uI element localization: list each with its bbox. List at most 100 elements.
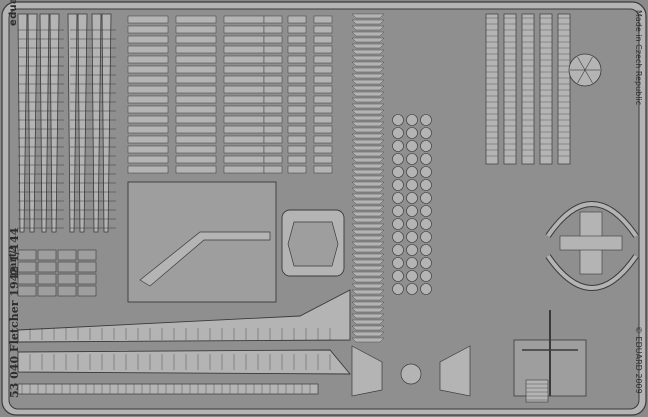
grid-cell xyxy=(57,285,77,297)
small-part xyxy=(263,145,283,154)
chevron-tooth xyxy=(351,313,385,319)
small-part xyxy=(313,125,333,134)
small-part xyxy=(263,55,283,64)
small-part xyxy=(313,155,333,164)
bottom-ladder xyxy=(17,383,319,395)
disc-part xyxy=(406,257,418,269)
chevron-tooth xyxy=(351,97,385,103)
disc-part xyxy=(392,244,404,256)
chevron-tooth xyxy=(351,289,385,295)
small-part xyxy=(263,125,283,134)
chevron-tooth xyxy=(351,13,385,19)
small-part xyxy=(287,15,307,24)
grid-cell xyxy=(17,261,37,273)
small-part xyxy=(175,35,217,44)
tapered-strip-set xyxy=(17,13,116,233)
disc-part xyxy=(392,179,404,191)
chevron-tooth xyxy=(351,175,385,181)
chevron-tooth xyxy=(351,85,385,91)
small-part xyxy=(127,55,169,64)
small-part xyxy=(287,35,307,44)
small-part xyxy=(175,125,217,134)
small-part xyxy=(127,65,169,74)
disc-part xyxy=(420,205,432,217)
small-part xyxy=(287,85,307,94)
disc-part xyxy=(406,270,418,282)
round-plate xyxy=(400,363,422,385)
small-part xyxy=(263,85,283,94)
disc-part xyxy=(392,283,404,295)
hull-strip-lower xyxy=(17,349,351,375)
small-part xyxy=(175,45,217,54)
small-part xyxy=(313,65,333,74)
chevron-tooth xyxy=(351,79,385,85)
tapered-strip xyxy=(27,13,38,233)
small-part xyxy=(127,35,169,44)
tapered-strip xyxy=(39,13,50,233)
long-ladder xyxy=(557,13,571,165)
chevron-tooth xyxy=(351,265,385,271)
parts-grid xyxy=(17,15,333,297)
chevron-tooth xyxy=(351,337,385,343)
chevron-tooth xyxy=(351,91,385,97)
disc-part xyxy=(420,283,432,295)
chevron-tooth xyxy=(351,115,385,121)
small-part xyxy=(223,55,265,64)
chevron-tooth xyxy=(351,307,385,313)
disc-part xyxy=(406,205,418,217)
chevron-tooth xyxy=(351,31,385,37)
disc-part xyxy=(420,114,432,126)
small-part xyxy=(175,75,217,84)
chevron-tooth xyxy=(351,283,385,289)
chevron-tooth xyxy=(351,295,385,301)
disc-part xyxy=(392,153,404,165)
small-part xyxy=(223,155,265,164)
disc-part xyxy=(406,192,418,204)
small-part xyxy=(127,15,169,24)
disc-part xyxy=(406,283,418,295)
disc-part xyxy=(406,244,418,256)
chevron-tooth xyxy=(351,163,385,169)
disc-part xyxy=(392,231,404,243)
small-part xyxy=(313,135,333,144)
chevron-tooth xyxy=(351,187,385,193)
grid-cell xyxy=(37,249,57,261)
small-part xyxy=(263,165,283,174)
small-part xyxy=(263,65,283,74)
small-part xyxy=(175,65,217,74)
long-ladder xyxy=(539,13,553,165)
chevron-tooth xyxy=(351,37,385,43)
chevron-tooth xyxy=(351,103,385,109)
small-part xyxy=(223,45,265,54)
small-part xyxy=(287,45,307,54)
small-part xyxy=(127,105,169,114)
chevron-tooth xyxy=(351,139,385,145)
small-part xyxy=(223,105,265,114)
small-part xyxy=(127,135,169,144)
small-part xyxy=(313,55,333,64)
small-part xyxy=(313,35,333,44)
small-part xyxy=(175,165,217,174)
disc-part xyxy=(406,179,418,191)
small-part xyxy=(127,115,169,124)
tapered-strip xyxy=(67,13,78,233)
small-part xyxy=(127,45,169,54)
chevron-tooth xyxy=(351,211,385,217)
small-part xyxy=(175,145,217,154)
disc-part xyxy=(392,218,404,230)
small-part xyxy=(287,155,307,164)
funnel-inner xyxy=(287,221,339,267)
grid-cell xyxy=(17,273,37,285)
disc-part xyxy=(420,231,432,243)
grid-cell xyxy=(37,261,57,273)
small-part xyxy=(287,165,307,174)
bow-piece-left xyxy=(351,345,383,397)
small-part xyxy=(223,135,265,144)
small-part xyxy=(287,65,307,74)
small-part xyxy=(263,25,283,34)
small-part xyxy=(263,15,283,24)
small-part xyxy=(313,75,333,84)
wheel-spoke xyxy=(584,56,593,71)
disc-part xyxy=(392,127,404,139)
chevron-tooth xyxy=(351,217,385,223)
